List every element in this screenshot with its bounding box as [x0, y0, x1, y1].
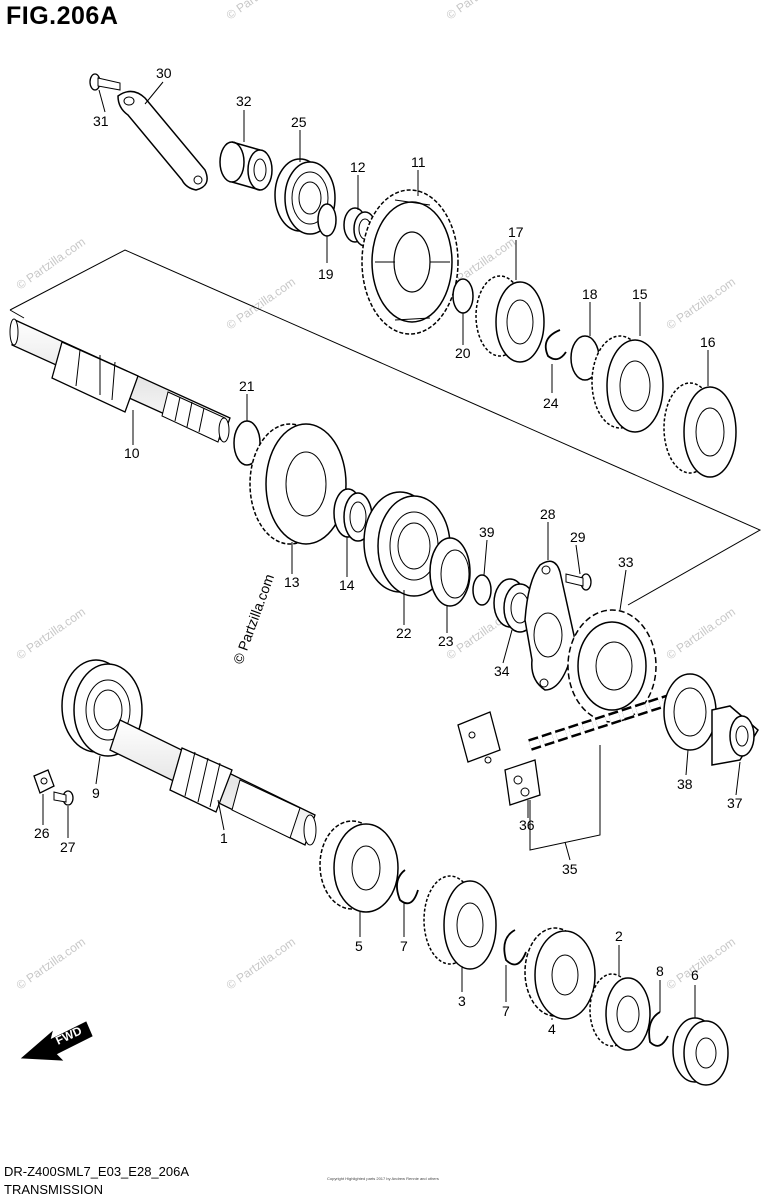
- plate-28[interactable]: [524, 560, 576, 691]
- chain-joint-36[interactable]: [457, 711, 541, 806]
- fwd-direction-arrow: FWD: [20, 1021, 93, 1061]
- circlip-7[interactable]: [503, 929, 527, 966]
- callout-38: 38: [677, 776, 693, 792]
- callout-9: 9: [92, 785, 100, 801]
- callout-7a: 7: [400, 938, 408, 954]
- watermark-center: © Partzilla.com: [230, 572, 277, 666]
- watermark: © Partzilla.com: [14, 235, 88, 293]
- callout-34: 34: [494, 663, 510, 679]
- callout-5: 5: [355, 938, 363, 954]
- callout-8: 8: [656, 963, 664, 979]
- callout-31: 31: [93, 113, 109, 129]
- callout-20: 20: [455, 345, 471, 361]
- watermark: © Partzilla.com: [224, 0, 298, 22]
- callout-3: 3: [458, 993, 466, 1009]
- screw-31[interactable]: [89, 73, 121, 91]
- callout-14: 14: [339, 577, 355, 593]
- leader-lines: [42, 81, 741, 1020]
- callout-15: 15: [632, 286, 648, 302]
- washer-19[interactable]: [317, 203, 337, 237]
- callout-26: 26: [34, 825, 50, 841]
- model-code: DR-Z400SML7_E03_E28_206A: [4, 1164, 190, 1179]
- callout-7b: 7: [502, 1003, 510, 1019]
- callout-10: 10: [124, 445, 140, 461]
- callout-13: 13: [284, 574, 300, 590]
- callout-27: 27: [60, 839, 76, 855]
- section-title: TRANSMISSION: [4, 1182, 103, 1197]
- gear-4[interactable]: [524, 927, 596, 1020]
- watermark: © Partzilla.com: [664, 605, 738, 663]
- gear-16[interactable]: [663, 382, 737, 478]
- gear-2[interactable]: [589, 973, 651, 1051]
- assembly-outline: [9, 309, 25, 319]
- sprocket-33[interactable]: [567, 609, 657, 723]
- callout-1: 1: [220, 830, 228, 846]
- callout-25: 25: [291, 114, 307, 130]
- gear-15[interactable]: [591, 335, 664, 433]
- callout-32: 32: [236, 93, 252, 109]
- callout-39: 39: [479, 524, 495, 540]
- callout-37: 37: [727, 795, 743, 811]
- countershaft-10[interactable]: [9, 318, 231, 443]
- bearing-6[interactable]: [672, 1017, 729, 1086]
- circlip-24[interactable]: [544, 329, 567, 361]
- watermark: © Partzilla.com: [444, 0, 518, 22]
- washer-20[interactable]: [452, 278, 474, 314]
- callout-28: 28: [540, 506, 556, 522]
- callout-36: 36: [519, 817, 535, 833]
- circlip-8[interactable]: [648, 1011, 669, 1047]
- gear-11[interactable]: [361, 189, 459, 335]
- callout-labels: 30 31 32 25 12 11 19 17 20 18 15 24 16 2…: [34, 65, 743, 1037]
- callout-2: 2: [615, 928, 623, 944]
- callout-24: 24: [543, 395, 559, 411]
- callout-4: 4: [548, 1021, 556, 1037]
- gear-13[interactable]: [249, 423, 347, 545]
- gear-17[interactable]: [475, 275, 545, 363]
- callout-16: 16: [700, 334, 716, 350]
- bushing-32[interactable]: [219, 141, 273, 191]
- watermark: © Partzilla.com: [224, 935, 298, 993]
- assembly-outline: [9, 249, 762, 606]
- nut-37[interactable]: [711, 705, 759, 766]
- main-shaft-1[interactable]: [109, 719, 317, 846]
- circlip-7[interactable]: [396, 869, 419, 905]
- callout-22: 22: [396, 625, 412, 641]
- callout-23: 23: [438, 633, 454, 649]
- copyright-note: Copyright Highlighted parts 2017 by Andr…: [327, 1176, 439, 1181]
- gear-3[interactable]: [423, 875, 497, 970]
- callout-17: 17: [508, 224, 524, 240]
- plate-26[interactable]: [33, 769, 55, 794]
- watermark: © Partzilla.com: [224, 275, 298, 333]
- screw-27[interactable]: [53, 790, 74, 806]
- shift-arm-30[interactable]: [117, 90, 208, 191]
- callout-29: 29: [570, 529, 586, 545]
- watermark: © Partzilla.com: [14, 605, 88, 663]
- watermark: © Partzilla.com: [664, 935, 738, 993]
- callout-12: 12: [350, 159, 366, 175]
- oil-seal-23[interactable]: [429, 537, 471, 607]
- callout-33: 33: [618, 554, 634, 570]
- watermark: © Partzilla.com: [14, 935, 88, 993]
- callout-19: 19: [318, 266, 334, 282]
- bolt-29[interactable]: [565, 573, 592, 591]
- gear-5[interactable]: [319, 820, 399, 913]
- callout-30: 30: [156, 65, 172, 81]
- callout-21: 21: [239, 378, 255, 394]
- o-ring-39[interactable]: [472, 574, 492, 606]
- callout-6: 6: [691, 967, 699, 983]
- figure-title: FIG.206A: [6, 2, 119, 30]
- bearing-22[interactable]: [363, 491, 451, 597]
- callout-35: 35: [562, 861, 578, 877]
- callout-18: 18: [582, 286, 598, 302]
- callout-11: 11: [411, 154, 426, 170]
- watermark: © Partzilla.com: [664, 275, 738, 333]
- lock-washer-38[interactable]: [663, 673, 717, 751]
